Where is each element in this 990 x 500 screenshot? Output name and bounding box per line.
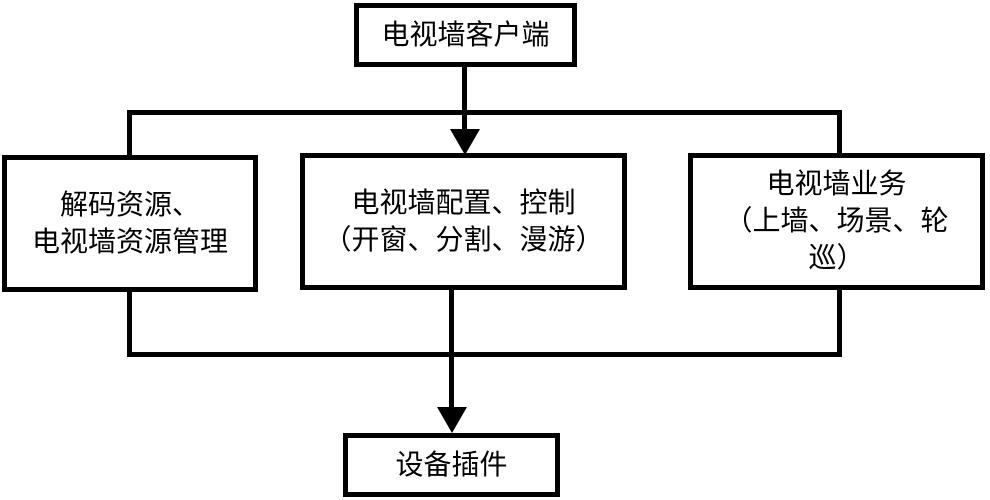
node-tvwall-client: 电视墙客户端 — [354, 3, 577, 67]
node-tvwall-config-control: 电视墙配置、控制 （开窗、分割、漫游） — [300, 153, 627, 290]
connector-top-horizontal-bar — [127, 110, 842, 115]
arrow-down-icon — [437, 407, 467, 433]
connector-resource-down — [127, 290, 132, 357]
node-label: 电视墙客户端 — [381, 19, 550, 51]
node-decode-resource-management: 解码资源、 电视墙资源管理 — [2, 155, 258, 292]
node-label-line: 解码资源、 — [59, 189, 200, 221]
node-label-line: 巡） — [808, 243, 865, 274]
arrow-down-icon — [450, 129, 480, 155]
node-label-line: 电视墙业务 — [766, 169, 907, 200]
node-label-line: 电视墙资源管理 — [31, 226, 228, 258]
node-label: 设备插件 — [395, 449, 508, 481]
connector-config-down — [449, 288, 454, 410]
node-label-line: （开窗、分割、漫游） — [323, 224, 604, 256]
connector-bottom-horizontal-bar — [127, 352, 842, 357]
node-label-line: （上墙、场景、轮 — [724, 206, 949, 237]
connector-drop-to-business — [837, 110, 842, 155]
connector-business-down — [837, 288, 842, 357]
node-tvwall-business: 电视墙业务 （上墙、场景、轮 巡） — [688, 153, 985, 290]
node-device-plugin: 设备插件 — [343, 433, 560, 497]
connector-drop-to-resource — [127, 110, 132, 157]
connector-client-down — [462, 67, 467, 133]
node-label-line: 电视墙配置、控制 — [351, 187, 576, 219]
